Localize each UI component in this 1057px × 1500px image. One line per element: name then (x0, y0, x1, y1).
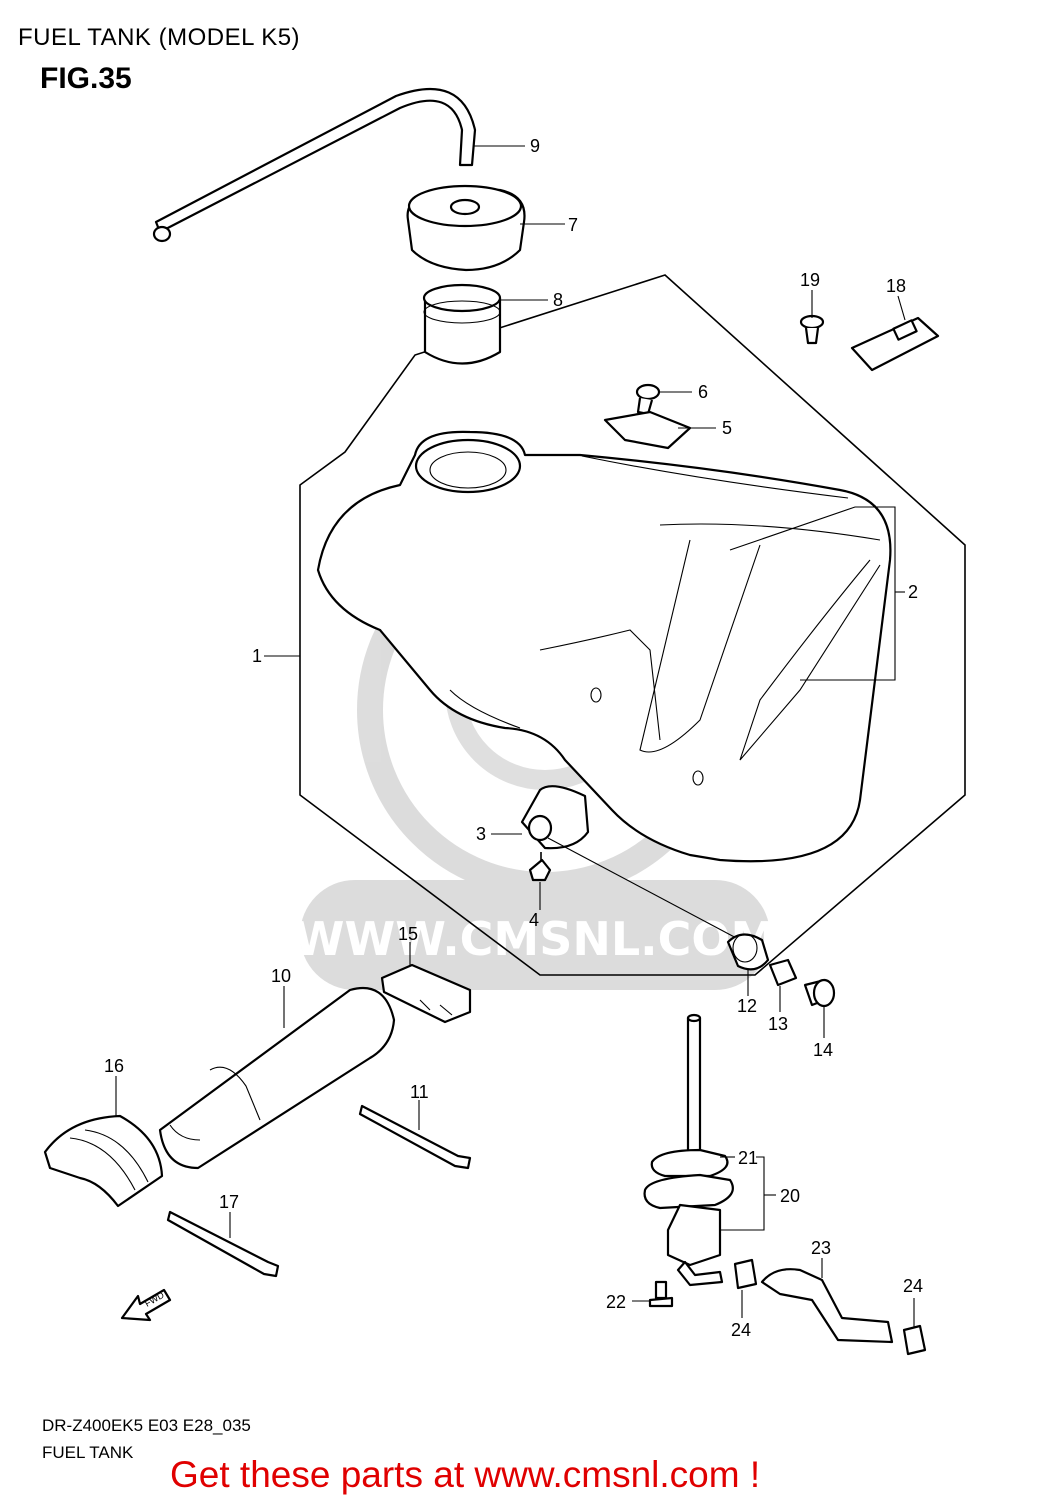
part-12-grommet (726, 933, 770, 971)
part-23-fuel-hose (760, 1268, 894, 1344)
callout-7: 7 (568, 215, 578, 235)
callout-3: 3 (476, 824, 486, 844)
section-name: FUEL TANK (42, 1443, 134, 1462)
part-1-fuel-tank (316, 430, 892, 863)
part-22-screw (648, 1280, 674, 1308)
model-code: DR-Z400EK5 E03 E28_035 (42, 1416, 251, 1435)
part-10-heat-shield (158, 986, 396, 1170)
assembly-leader-line (547, 837, 741, 941)
callout-19: 19 (800, 270, 820, 290)
callout-22: 22 (606, 1292, 626, 1312)
page-title: FUEL TANK (MODEL K5) (18, 24, 301, 51)
callout-9: 9 (530, 136, 540, 156)
callout-24b: 24 (903, 1276, 923, 1296)
part-16-cushion (43, 1114, 164, 1208)
callout-4: 4 (529, 910, 539, 930)
callout-21: 21 (738, 1148, 758, 1168)
callout-5: 5 (722, 418, 732, 438)
callout-6: 6 (698, 382, 708, 402)
leader-lines (115, 145, 915, 1328)
callout-2: 2 (908, 582, 918, 602)
callout-13: 13 (768, 1014, 788, 1034)
part-7-fuel-cap (406, 184, 526, 272)
part-9-breather-hose (152, 87, 477, 243)
callout-11: 11 (410, 1082, 429, 1102)
part-13-collar (768, 958, 798, 987)
callout-10: 10 (271, 966, 291, 986)
part-18-strap (850, 316, 940, 372)
callout-23: 23 (811, 1238, 831, 1258)
watermark-url: WWW.CMSNL.COM (294, 912, 777, 966)
callout-1: 1 (252, 646, 262, 666)
part-17-cable-tie (166, 1210, 280, 1278)
part-24-clamp-a (733, 1258, 758, 1290)
callout-17: 17 (219, 1192, 239, 1212)
cta-link[interactable]: Get these parts at www.cmsnl.com ! (170, 1454, 761, 1495)
part-11-cable-tie (358, 1104, 472, 1170)
callout-18: 18 (886, 276, 906, 296)
callout-14: 14 (813, 1040, 833, 1060)
part-15-cushion (380, 963, 472, 1024)
part-19-screw (799, 314, 825, 345)
fwd-arrow-icon: FWD (120, 1288, 172, 1322)
callout-20: 20 (780, 1186, 800, 1206)
figure-number: FIG.35 (40, 62, 132, 95)
callout-12: 12 (737, 996, 757, 1016)
part-2-decal-bracket (729, 506, 905, 681)
tank-assembly-outline (299, 274, 966, 976)
part-3-gasket-plate (520, 785, 590, 850)
part-4-bolt (528, 852, 552, 882)
callout-16: 16 (104, 1056, 124, 1076)
callout-labels: 1 2 3 4 5 6 7 8 9 10 11 12 13 14 15 16 1… (104, 136, 923, 1340)
callout-15: 15 (398, 924, 418, 944)
part-24-clamp-b (902, 1324, 927, 1356)
part-14-bolt (803, 978, 836, 1008)
part-5-bracket (603, 410, 692, 450)
part-6-bolt (635, 383, 661, 416)
callout-24a: 24 (731, 1320, 751, 1340)
part-20-fuel-cock (643, 1013, 734, 1287)
part-8-cap-adapter (422, 283, 502, 365)
callout-8: 8 (553, 290, 563, 310)
